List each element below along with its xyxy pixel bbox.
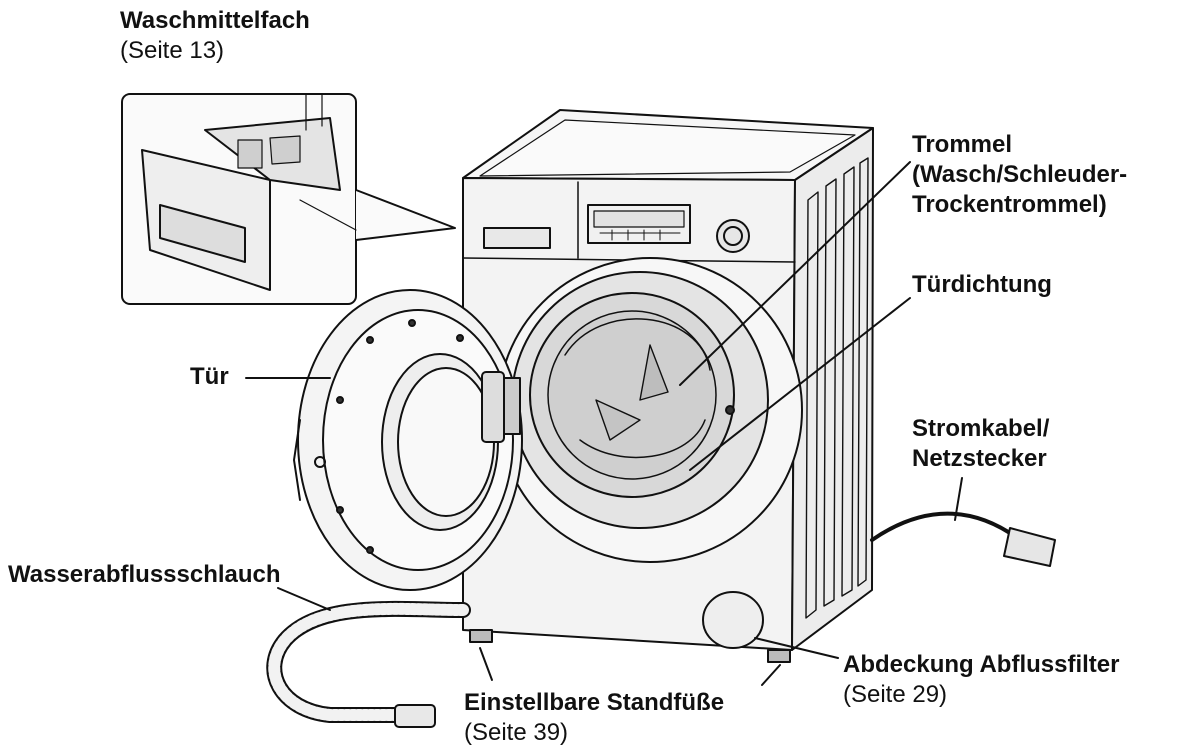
label-power-cable: Stromkabel/ Netzstecker bbox=[912, 414, 1049, 474]
label-drum-line3: Trockentrommel) bbox=[912, 191, 1107, 218]
label-filter-cover-page: (Seite 29) bbox=[843, 681, 948, 708]
leader-feet-right bbox=[761, 664, 781, 686]
label-power-line1: Stromkabel/ bbox=[912, 415, 1050, 442]
label-door: Tür bbox=[190, 362, 229, 392]
leader-door-seal bbox=[689, 297, 911, 471]
leader-drain-hose bbox=[277, 587, 331, 611]
label-filter-cover-title: Abdeckung Abflussfilter bbox=[843, 651, 1120, 678]
leader-filter-cover bbox=[754, 637, 839, 659]
label-drain-hose: Wasserabflussschlauch bbox=[8, 560, 281, 590]
drain-hose bbox=[266, 600, 471, 728]
label-drain-hose-title: Wasserabflussschlauch bbox=[8, 561, 281, 588]
detergent-drawer-inset bbox=[121, 93, 456, 305]
filter-cover bbox=[702, 591, 764, 649]
label-feet-page: (Seite 39) bbox=[464, 719, 569, 746]
label-drum-line2: (Wasch/Schleuder- bbox=[912, 161, 1128, 188]
leader-feet-left bbox=[479, 647, 493, 681]
leader-lines bbox=[245, 161, 963, 686]
label-detergent-title: Waschmittelfach bbox=[120, 7, 310, 34]
label-filter-cover: Abdeckung Abflussfilter (Seite 29) bbox=[843, 650, 1119, 710]
adjustable-feet bbox=[469, 629, 791, 663]
power-cable bbox=[870, 511, 1056, 567]
label-detergent-page: (Seite 13) bbox=[120, 37, 225, 64]
label-adjustable-feet: Einstellbare Standfüße (Seite 39) bbox=[464, 688, 724, 748]
label-feet-title: Einstellbare Standfüße bbox=[464, 689, 725, 716]
label-detergent-drawer: Waschmittelfach (Seite 13) bbox=[120, 6, 310, 66]
label-drum: Trommel (Wasch/Schleuder- Trockentrommel… bbox=[912, 130, 1127, 220]
label-door-title: Tür bbox=[190, 363, 229, 390]
open-door bbox=[293, 289, 523, 591]
label-drum-line1: Trommel bbox=[912, 131, 1013, 158]
label-power-line2: Netzstecker bbox=[912, 445, 1047, 472]
label-door-seal: Türdichtung bbox=[912, 270, 1052, 300]
leader-power bbox=[954, 477, 963, 521]
drum-opening bbox=[497, 257, 803, 563]
label-door-seal-title: Türdichtung bbox=[912, 271, 1052, 298]
control-panel bbox=[483, 204, 750, 253]
leader-drum bbox=[679, 161, 911, 386]
